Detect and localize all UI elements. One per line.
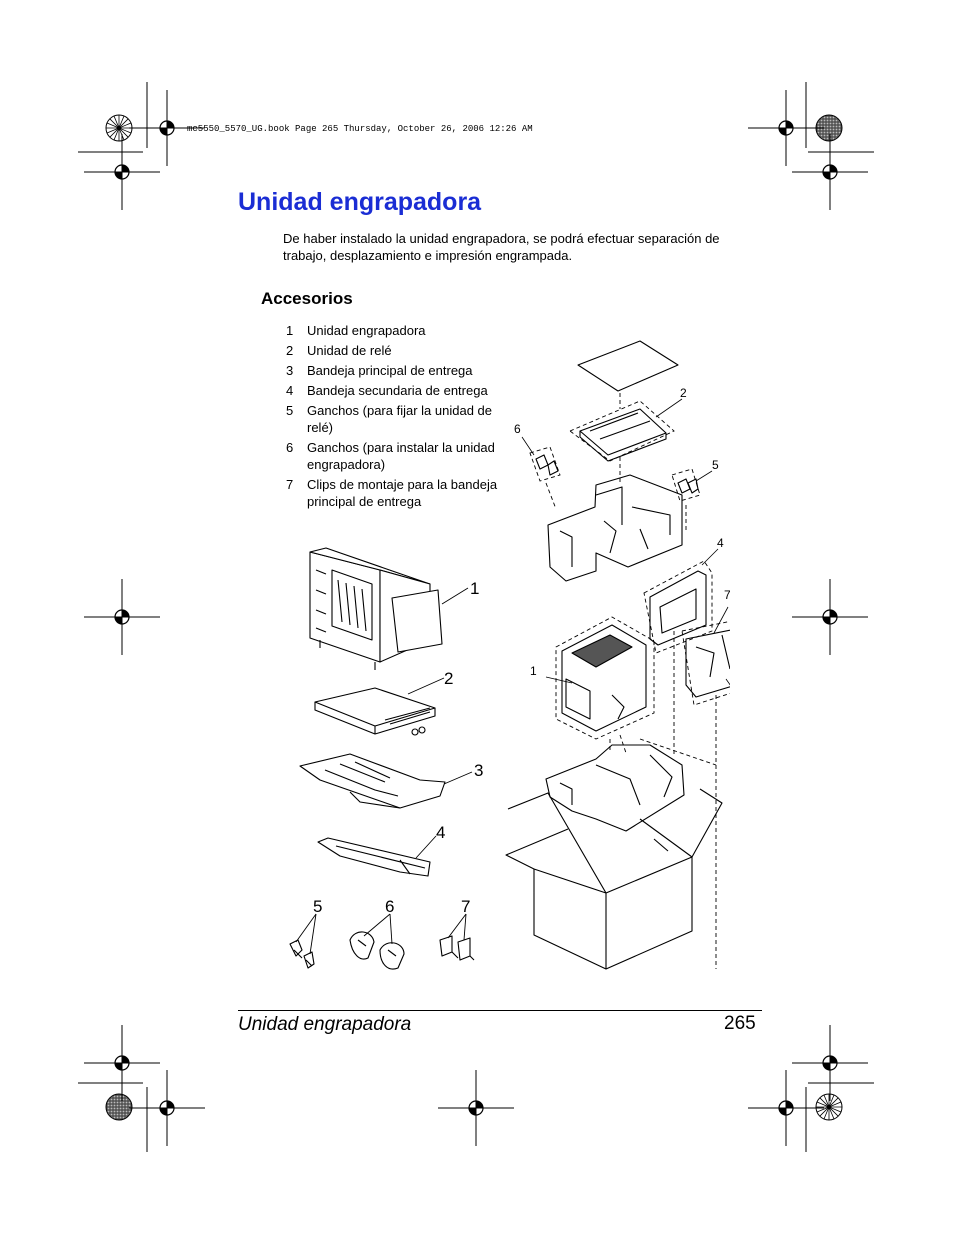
callout-4: 4	[436, 823, 445, 842]
callout-7: 7	[724, 588, 730, 602]
callout-1: 1	[470, 579, 479, 598]
relay-unit-illustration	[314, 687, 436, 736]
callout-2: 2	[680, 386, 687, 400]
page-number: 265	[724, 1013, 756, 1034]
stapler-packed-illustration	[561, 624, 647, 732]
stapler-unit-illustration	[309, 547, 443, 670]
callout-5: 5	[712, 458, 719, 472]
callout-5: 5	[313, 897, 322, 916]
list-item: 5 Ganchos (para fijar la unidad de relé)	[283, 402, 498, 436]
mounting-clips-illustration	[439, 935, 475, 961]
stapler-hooks-illustration	[349, 931, 405, 970]
sub-output-tray-illustration	[317, 837, 431, 877]
list-item: 4 Bandeja secundaria de entrega	[283, 382, 498, 399]
callout-6: 6	[514, 422, 521, 436]
relay-unit-packed-illustration	[579, 408, 667, 462]
list-item: 6 Ganchos (para instalar la unidad engrap…	[283, 439, 498, 473]
callout-4: 4	[717, 536, 724, 550]
callout-3: 3	[474, 761, 483, 780]
item-text: Unidad engrapadora	[307, 323, 426, 338]
foam-upper-illustration	[547, 474, 683, 582]
item-text: Bandeja secundaria de entrega	[307, 383, 488, 398]
footer-section-title: Unidad engrapadora	[238, 1014, 412, 1035]
item-number: 1	[286, 323, 294, 338]
cardboard-box-illustration	[505, 788, 723, 970]
item-text: Ganchos (para fijar la unidad de relé)	[307, 403, 493, 435]
item-number: 5	[286, 403, 294, 418]
callout-6: 6	[385, 897, 394, 916]
section-heading: Accesorios	[261, 289, 353, 308]
callout-7: 7	[461, 897, 470, 916]
item-number: 3	[286, 363, 294, 378]
list-item: 7 Clips de montaje para la bandeja princi…	[283, 476, 498, 510]
item-number: 6	[286, 440, 294, 455]
accessories-figure: 1 2 3 4 5 6 7	[289, 547, 483, 970]
callout-2: 2	[444, 669, 453, 688]
relay-hooks-illustration	[289, 939, 315, 969]
item-text: Ganchos (para instalar la unidad engrapa…	[307, 440, 495, 472]
list-item: 1 Unidad engrapadora	[283, 322, 498, 339]
item-text: Bandeja principal de entrega	[307, 363, 473, 378]
foam-base-illustration	[545, 744, 685, 832]
intro-paragraph: De haber instalado la unidad engrapadora…	[283, 231, 720, 263]
book-header: mc5550_5570_UG.book Page 265 Thursday, O…	[187, 124, 533, 134]
protective-sheet-illustration	[577, 340, 679, 392]
footer-rule	[238, 1010, 762, 1011]
item-text: Clips de montaje para la bandeja princip…	[307, 477, 498, 509]
item-text: Unidad de relé	[307, 343, 392, 358]
main-tray-packed-illustration	[685, 629, 730, 698]
hooks-packed-illustration	[535, 454, 699, 494]
list-item: 2 Unidad de relé	[283, 342, 498, 359]
item-number: 4	[286, 383, 294, 398]
packing-diagram: 2 6 5 4 7 1 3	[505, 340, 730, 970]
page-title: Unidad engrapadora	[238, 188, 482, 216]
list-item: 3 Bandeja principal de entrega	[283, 362, 498, 379]
item-number: 2	[286, 343, 294, 358]
sub-tray-packed-illustration	[649, 570, 707, 646]
main-output-tray-illustration	[299, 753, 446, 809]
item-number: 7	[286, 477, 294, 492]
callout-1: 1	[530, 664, 537, 678]
